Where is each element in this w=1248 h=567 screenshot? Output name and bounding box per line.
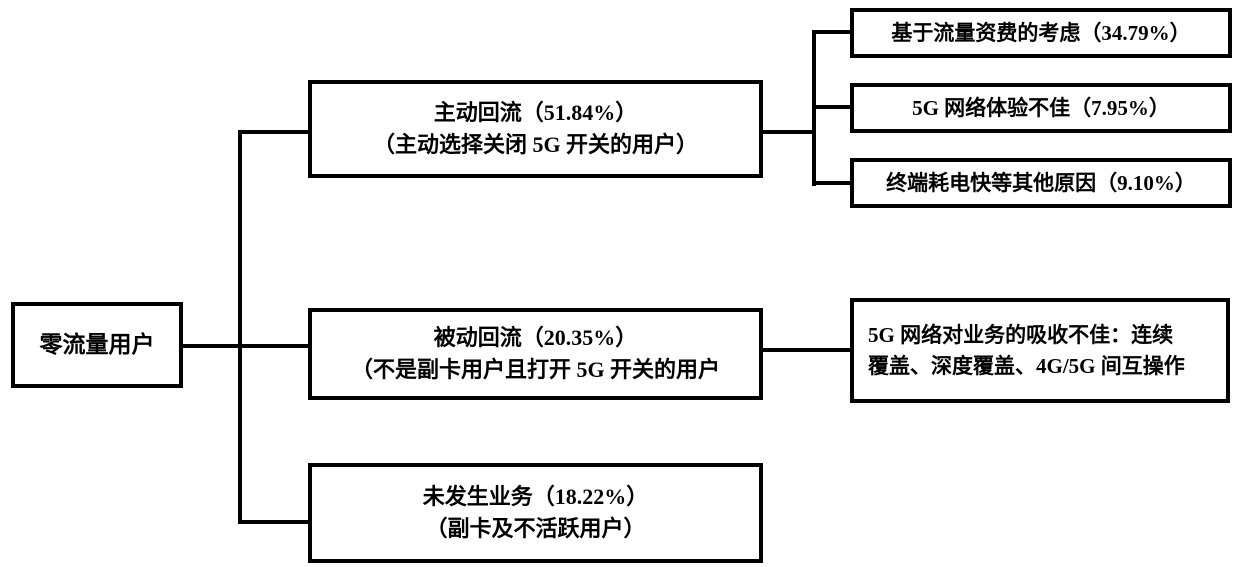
node-active-return-title: 主动回流（51.84%）	[433, 100, 638, 126]
node-zero-traffic-users: 零流量用户	[11, 302, 183, 388]
connector-branch2-stub	[240, 344, 308, 348]
node-reason-battery-drain-other-label: 终端耗电快等其他原因（9.10%）	[886, 170, 1196, 195]
node-reason-poor-5g-experience-label: 5G 网络体验不佳（7.95%）	[912, 95, 1170, 120]
node-reason-data-tariff-label: 基于流量资费的考虑（34.79%）	[891, 20, 1191, 45]
connector-root-horizontal	[183, 344, 240, 348]
node-passive-return-title: 被动回流（20.35%）	[433, 325, 638, 351]
node-reason-network-absorption-line2: 覆盖、深度覆盖、4G/5G 间互操作	[868, 353, 1185, 378]
node-passive-return-subtitle: （不是副卡用户且打开 5G 开关的用户	[350, 357, 721, 382]
connector-subchild1-stub	[812, 30, 850, 34]
node-reason-poor-5g-experience: 5G 网络体验不佳（7.95%）	[850, 83, 1232, 133]
node-reason-network-absorption: 5G 网络对业务的吸收不佳：连续 覆盖、深度覆盖、4G/5G 间互操作	[850, 298, 1230, 403]
connector-subchild3-stub	[812, 181, 850, 185]
node-no-business-title: 未发生业务（18.22%）	[422, 484, 649, 510]
node-zero-traffic-users-label: 零流量用户	[39, 332, 155, 358]
connector-branch1-stub	[238, 130, 308, 134]
node-no-business-subtitle: （副卡及不活跃用户）	[425, 516, 646, 541]
node-active-return-subtitle: （主动选择关闭 5G 开关的用户）	[372, 132, 699, 157]
node-reason-data-tariff: 基于流量资费的考虑（34.79%）	[850, 8, 1232, 58]
node-passive-return: 被动回流（20.35%） （不是副卡用户且打开 5G 开关的用户	[308, 308, 763, 400]
connector-branch3-stub	[238, 520, 308, 524]
node-active-return: 主动回流（51.84%） （主动选择关闭 5G 开关的用户）	[308, 80, 763, 178]
connector-subchild2-stub	[812, 105, 850, 109]
connector-main-trunk-vertical	[238, 130, 242, 524]
node-reason-network-absorption-line1: 5G 网络对业务的吸收不佳：连续	[868, 323, 1174, 348]
node-no-business: 未发生业务（18.22%） （副卡及不活跃用户）	[308, 463, 763, 563]
connector-branch2-right	[763, 348, 850, 352]
node-reason-battery-drain-other: 终端耗电快等其他原因（9.10%）	[850, 158, 1232, 208]
connector-branch1-right	[763, 130, 814, 134]
